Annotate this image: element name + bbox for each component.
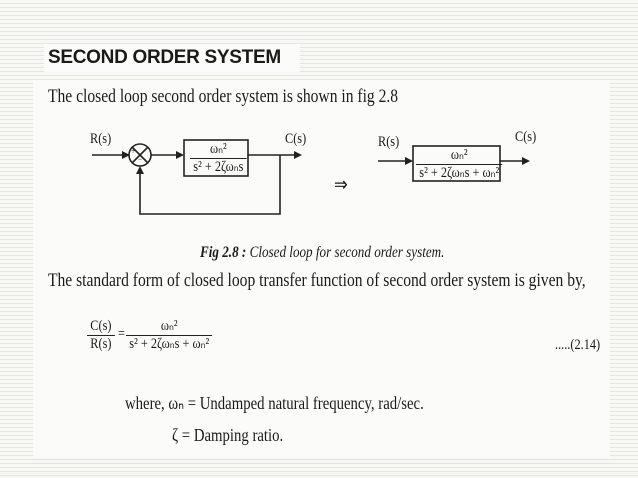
where-line-1: where, ωₙ = Undamped natural frequency, … [125, 393, 424, 413]
title-background [44, 44, 300, 72]
arrowhead-icon [294, 151, 302, 159]
left-output-label: C(s) [285, 131, 307, 147]
intro-text: The closed loop second order system is s… [48, 86, 399, 107]
rhs-numerator: ωₙ² [160, 318, 178, 334]
figure-caption: Fig 2.8 : Closed loop for second order s… [200, 244, 444, 262]
left-input-label: R(s) [90, 131, 112, 147]
where-line-2: ζ = Damping ratio. [172, 425, 284, 445]
left-block-numerator: ωₙ² [210, 141, 227, 157]
caption-number: Fig 2.8 : [200, 244, 247, 261]
arrowhead-icon [136, 166, 144, 174]
standard-form-text: The standard form of closed loop transfe… [48, 270, 586, 291]
rhs-denominator: s² + 2ζωₙs + ωₙ² [126, 335, 213, 353]
right-block-numerator: ωₙ² [450, 147, 468, 163]
arrowhead-icon [176, 151, 184, 159]
right-input-label: R(s) [378, 134, 400, 150]
caption-text: Closed loop for second order system. [249, 244, 445, 261]
right-transfer-block [412, 145, 501, 182]
equals-sign: = [118, 326, 125, 342]
plus-sign: + [131, 146, 136, 156]
left-block-denominator: s² + 2ζωₙs [190, 158, 247, 176]
right-output-label: C(s) [515, 129, 537, 145]
slide-content-area [33, 80, 610, 458]
implies-arrow-icon: ⇒ [334, 174, 348, 196]
arrowhead-icon [522, 157, 530, 165]
slide-title: SECOND ORDER SYSTEM [48, 47, 281, 68]
equation-number: .....(2.14) [555, 337, 601, 353]
feedback-path [139, 155, 281, 215]
lhs-numerator: C(s) [90, 318, 112, 334]
right-block-denominator: s² + 2ζωₙs + ωₙ² [416, 164, 503, 182]
arrowhead-icon [122, 151, 130, 159]
left-transfer-block [183, 139, 249, 177]
lhs-denominator: R(s) [87, 335, 115, 353]
minus-sign: − [138, 154, 143, 164]
arrowhead-icon [405, 157, 413, 165]
